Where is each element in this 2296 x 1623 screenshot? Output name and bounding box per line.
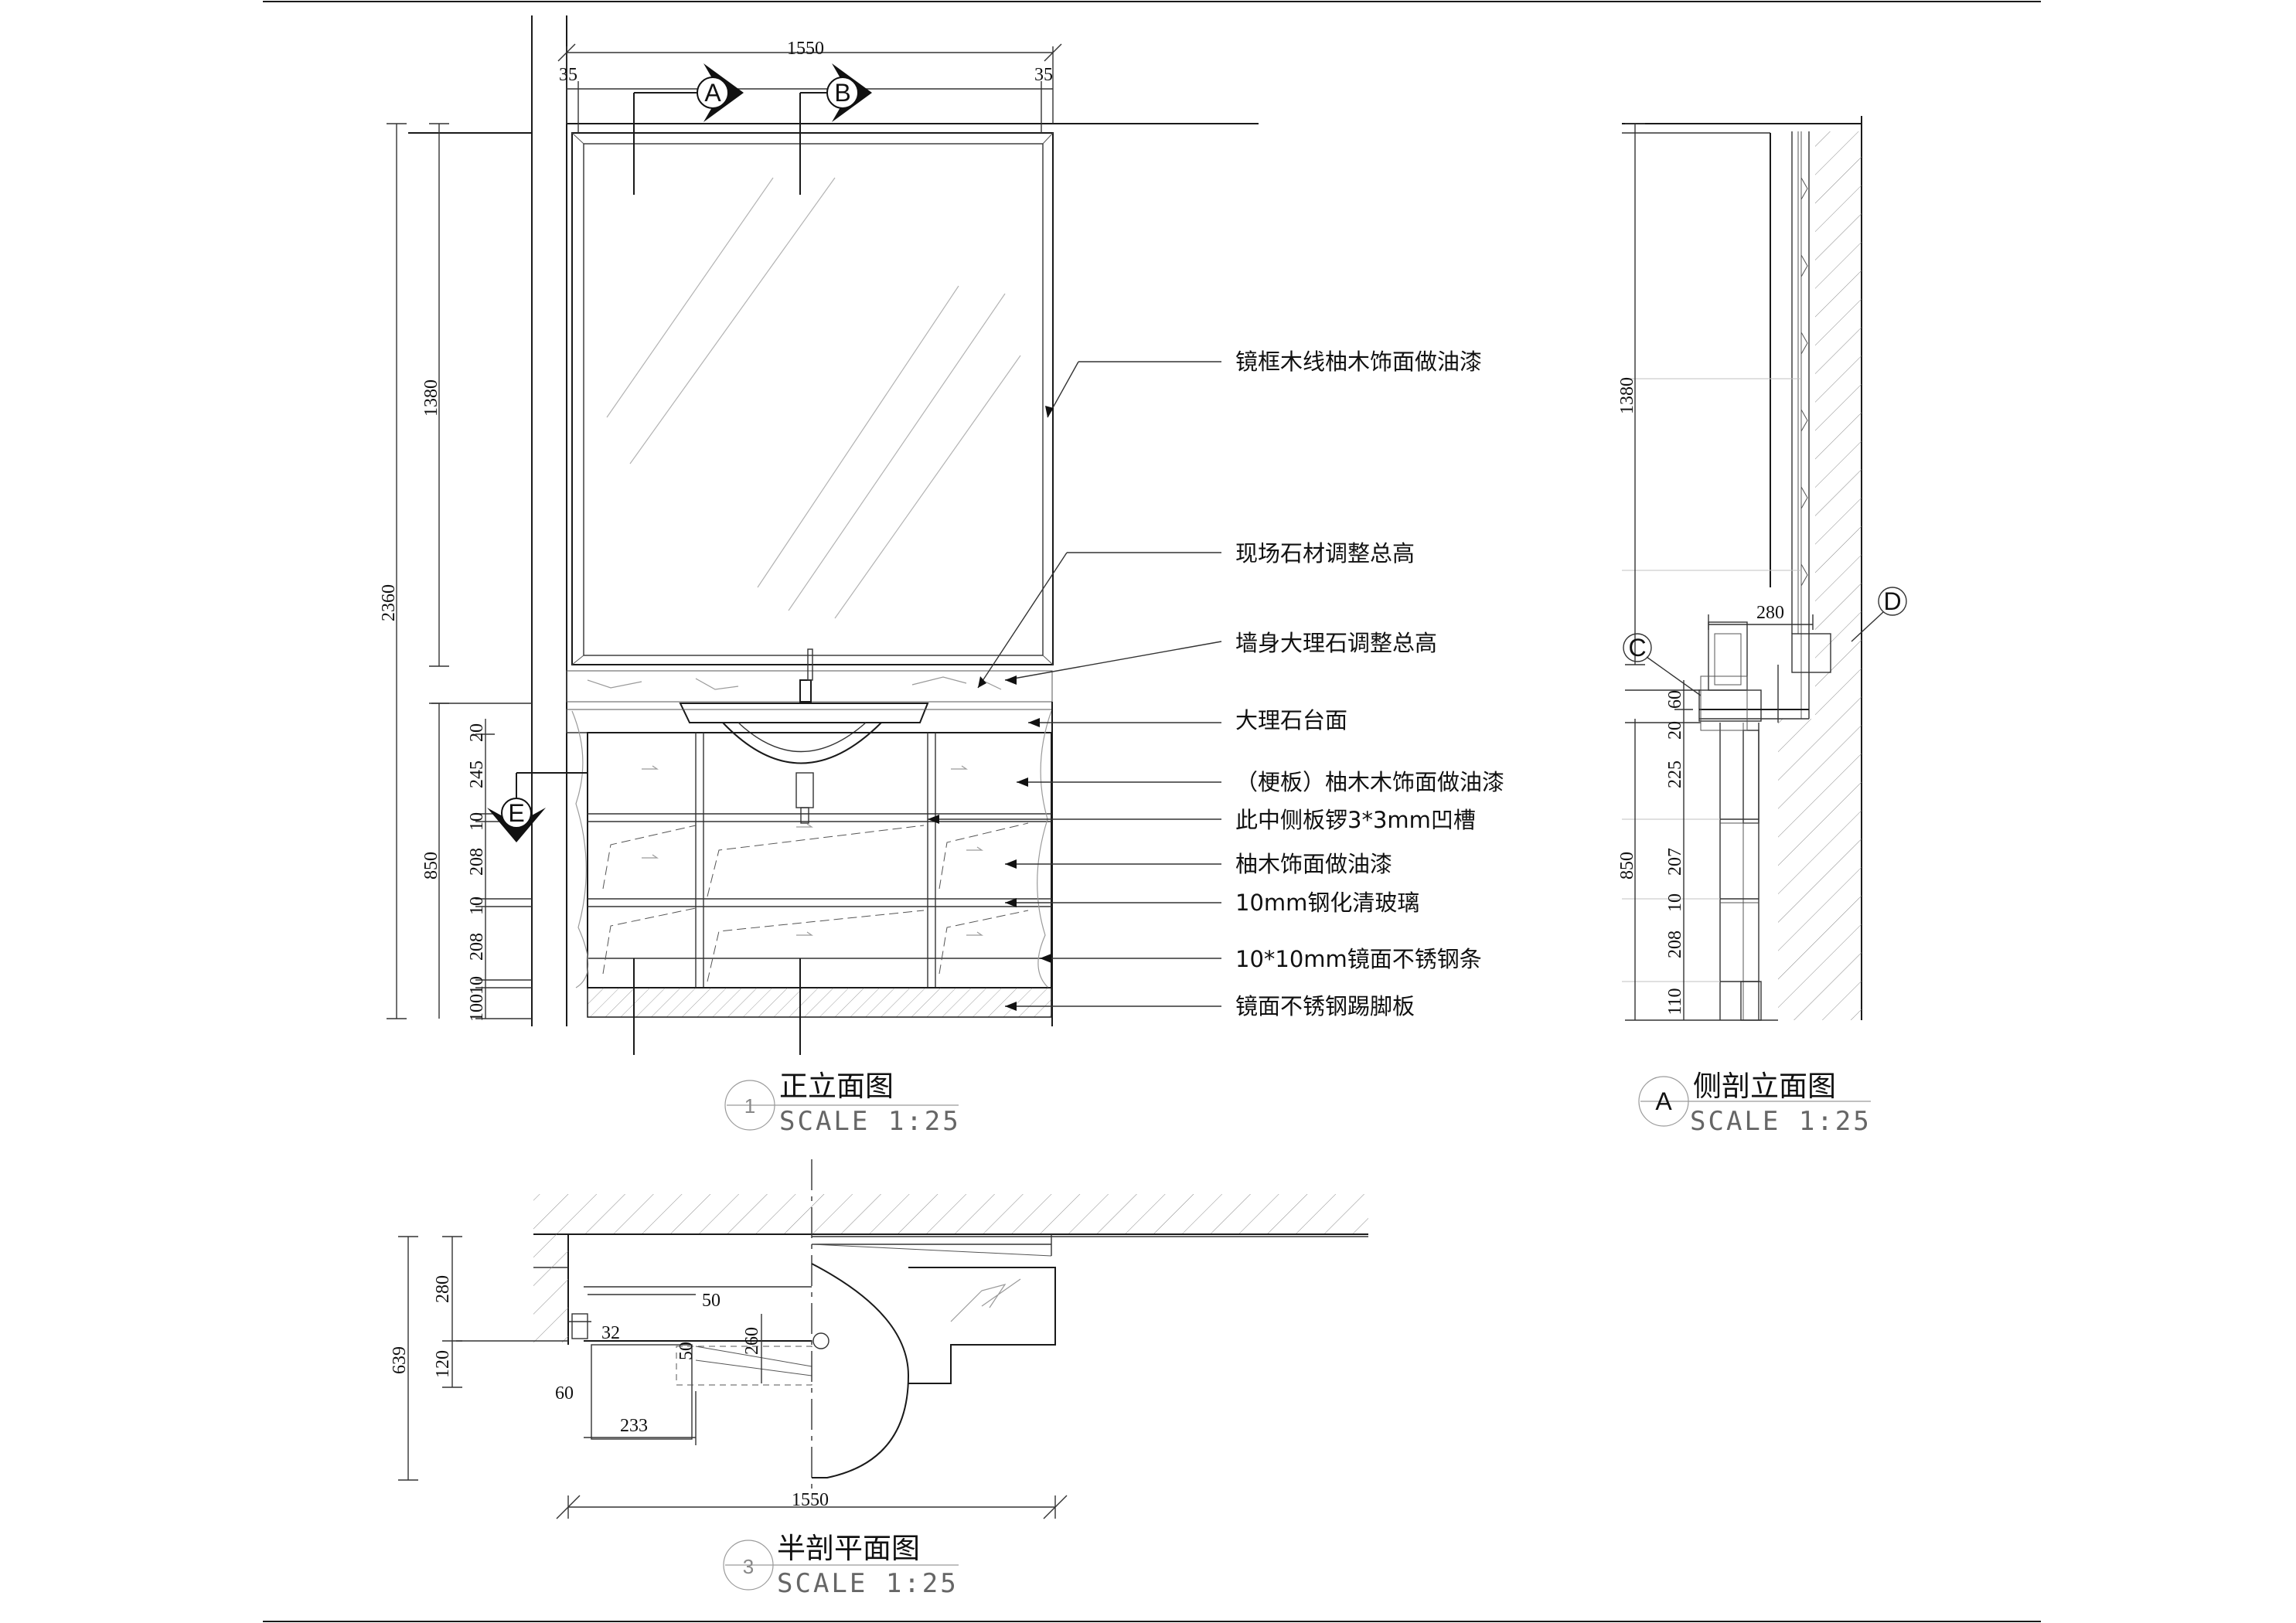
front-top-dimension (557, 43, 1062, 133)
note-side-groove: 此中侧板锣3*3mm凹槽 (1235, 807, 1476, 833)
note-site-stone: 现场石材调整总高 (1235, 540, 1415, 567)
note-kick-plate: 镜面不锈钢踢脚板 (1235, 993, 1415, 1019)
note-teak-panel: （梗板）柚木木饰面做油漆 (1235, 769, 1504, 795)
dim-stack-4: 10 (467, 897, 487, 915)
plan-dim-60: 60 (555, 1383, 574, 1404)
dim-stack-7: 100 (467, 994, 487, 1022)
mirror (571, 132, 1054, 665)
plan-dim-50-top: 50 (702, 1291, 720, 1311)
section-mark-e-label: E (508, 799, 524, 827)
dim-right-offset: 35 (1034, 65, 1053, 85)
front-dimension-chain (387, 123, 532, 1019)
note-steel-strip: 10*10mm镜面不锈钢条 (1235, 946, 1482, 972)
side-dim-stack-0: 20 (1665, 721, 1685, 740)
dim-stack-1: 245 (467, 760, 487, 788)
plan-dim-32: 32 (601, 1323, 620, 1343)
dim-cabinet-height: 850 (421, 852, 441, 880)
side-dim-stack-6: 110 (1665, 988, 1685, 1015)
side-dim-stack-5: 208 (1665, 931, 1685, 958)
section-mark-b (800, 63, 872, 122)
plan-title: 半剖平面图 (777, 1532, 920, 1565)
dim-stack-3: 208 (467, 848, 487, 876)
note-teak-paint: 柚木饰面做油漆 (1235, 851, 1392, 877)
note-wall-marble: 墙身大理石调整总高 (1235, 630, 1437, 656)
side-title-number: A (1655, 1087, 1672, 1115)
dim-mirror-height: 1380 (421, 379, 441, 417)
side-dim-depth: 280 (1756, 603, 1784, 623)
dim-stack-2: 10 (467, 812, 487, 831)
vanity-cabinet (571, 710, 1052, 1018)
plan-dim-280: 280 (433, 1275, 453, 1303)
side-dim-stack-4: 10 (1665, 893, 1685, 912)
side-dim-stack-3: 207 (1665, 848, 1685, 876)
side-dim-cabinet-height: 850 (1617, 852, 1637, 880)
plan-dim-50-side: 50 (676, 1342, 697, 1360)
plan-dim-260: 260 (742, 1327, 762, 1355)
side-title: 侧剖立面图 (1693, 1070, 1836, 1103)
side-scale: SCALE 1:25 (1690, 1106, 1872, 1137)
side-section (1622, 116, 1907, 1127)
plan-dim-total-depth: 639 (390, 1346, 410, 1374)
section-mark-a (634, 63, 744, 122)
dim-stack-5: 208 (467, 933, 487, 961)
dim-stack-6: 10 (467, 976, 487, 995)
front-title: 正立面图 (779, 1070, 894, 1103)
side-dim-stack-2: 225 (1665, 760, 1685, 788)
half-plan (398, 1159, 1368, 1591)
side-dim-stack-1: 60 (1665, 690, 1685, 709)
front-scale: SCALE 1:25 (779, 1106, 961, 1137)
side-dim-mirror-height: 1380 (1617, 377, 1637, 414)
section-mark-b-label: B (834, 79, 850, 107)
note-leaders (928, 361, 1222, 1011)
dim-total-height: 2360 (379, 584, 399, 621)
sheet-border (263, 1, 2041, 1622)
dim-stack-0: 20 (467, 723, 487, 742)
plan-title-number: 3 (743, 1555, 754, 1578)
note-tempered-glass: 10mm钢化清玻璃 (1235, 890, 1419, 916)
plan-dim-120: 120 (433, 1350, 453, 1378)
section-mark-e (487, 772, 588, 842)
note-mirror-frame: 镜框木线柚木饰面做油漆 (1235, 349, 1482, 375)
detail-mark-d: D (1883, 587, 1901, 615)
plan-dim-width: 1550 (792, 1490, 829, 1510)
section-mark-a-label: A (704, 79, 721, 107)
front-title-number: 1 (744, 1094, 755, 1118)
note-marble-top: 大理石台面 (1235, 707, 1347, 733)
detail-mark-c: C (1628, 634, 1646, 662)
dim-left-offset: 35 (559, 65, 577, 85)
plan-dim-233: 233 (620, 1416, 648, 1436)
front-elevation (387, 15, 1259, 1131)
plan-scale: SCALE 1:25 (777, 1568, 959, 1599)
dim-width-top: 1550 (787, 39, 824, 59)
